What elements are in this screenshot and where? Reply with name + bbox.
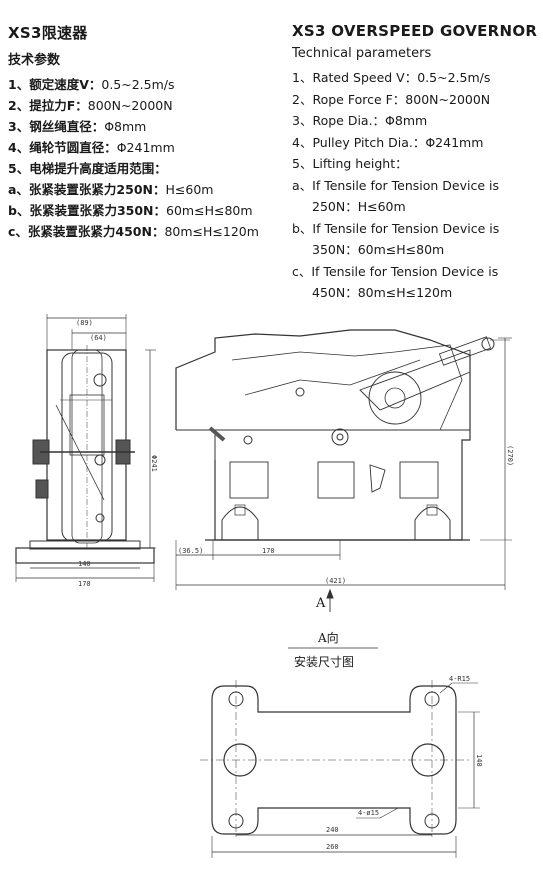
side-dim-height: Φ241 [150,455,158,472]
spec-en-a: a、If Tensile for Tension Device is [292,177,499,193]
spec-en-c-value: 450N：80m≤H≤120m [312,285,453,300]
side-dim-base-outer: 170 [78,580,91,588]
front-dim-mid: 170 [262,547,275,555]
front-dim-total: (421) [325,577,346,585]
spec-cn-3: 3、钢丝绳直径：Φ8mm [8,119,147,134]
spec-en-b-value: 350N：60m≤H≤80m [312,242,445,257]
spec-en-3: 3、Rope Dia.：Φ8mm [292,113,428,128]
side-dim-base-inner: 140 [78,560,91,568]
side-view: (89) (64) Φ241 140 170 [15,314,158,588]
spec-en-c: c、If Tensile for Tension Device is [292,263,499,279]
front-view: (270) (36.5) 170 (421) [175,329,514,612]
spec-cn-4: 4、绳轮节圆直径：Φ241mm [8,140,175,155]
spec-cn-a: a、张紧装置张紧力250N：H≤60m [8,182,214,197]
view-arrow-label: A [316,596,326,611]
spec-cn-2: 2、提拉力F：800N~2000N [8,98,173,113]
spec-cn-1: 1、额定速度V：0.5~2.5m/s [8,77,175,92]
spec-cn-5: 5、电梯提升高度适用范围： [8,161,167,176]
base-dim-outer-width: 260 [326,843,339,851]
spec-column-english: XS3 OVERSPEED GOVERNOR Technical paramet… [292,0,540,304]
spec-column-chinese: XS3限速器 技术参数 1、额定速度V：0.5~2.5m/s 2、提拉力F：80… [8,0,273,242]
subtitle-en: Technical parameters [292,46,432,61]
mounting-base-view: 4-R15 4-ø15 240 260 140 [200,675,483,858]
spec-en-5: 5、Lifting height： [292,156,408,171]
subtitle-cn: 技术参数 [8,53,61,68]
side-dim-top-inner: (64) [90,334,107,342]
spec-cn-c: c、张紧装置张紧力450N：80m≤H≤120m [8,224,259,239]
title-cn: XS3限速器 [8,24,88,42]
front-dim-offset: (36.5) [178,547,203,555]
base-dim-top-holes: 4-R15 [449,675,470,683]
base-dim-height: 140 [475,754,483,767]
spec-en-1: 1、Rated Speed V：0.5~2.5m/s [292,70,491,85]
front-dim-height: (270) [506,445,514,466]
side-dim-top-outer: (89) [76,319,93,327]
base-dim-inner-width: 240 [326,826,339,834]
spec-en-2: 2、Rope Force F：800N~2000N [292,91,491,107]
base-dim-bottom-holes: 4-ø15 [358,809,379,817]
caption-view: A向 [318,631,339,645]
spec-en-a-value: 250N：H≤60m [312,199,406,214]
spec-cn-b: b、张紧装置张紧力350N：60m≤H≤80m [8,203,253,218]
title-en: XS3 OVERSPEED GOVERNOR [292,22,538,40]
caption-title: 安装尺寸图 [294,655,355,669]
spec-en-b: b、If Tensile for Tension Device is [292,220,500,236]
spec-en-4: 4、Pulley Pitch Dia.：Φ241mm [292,134,484,150]
